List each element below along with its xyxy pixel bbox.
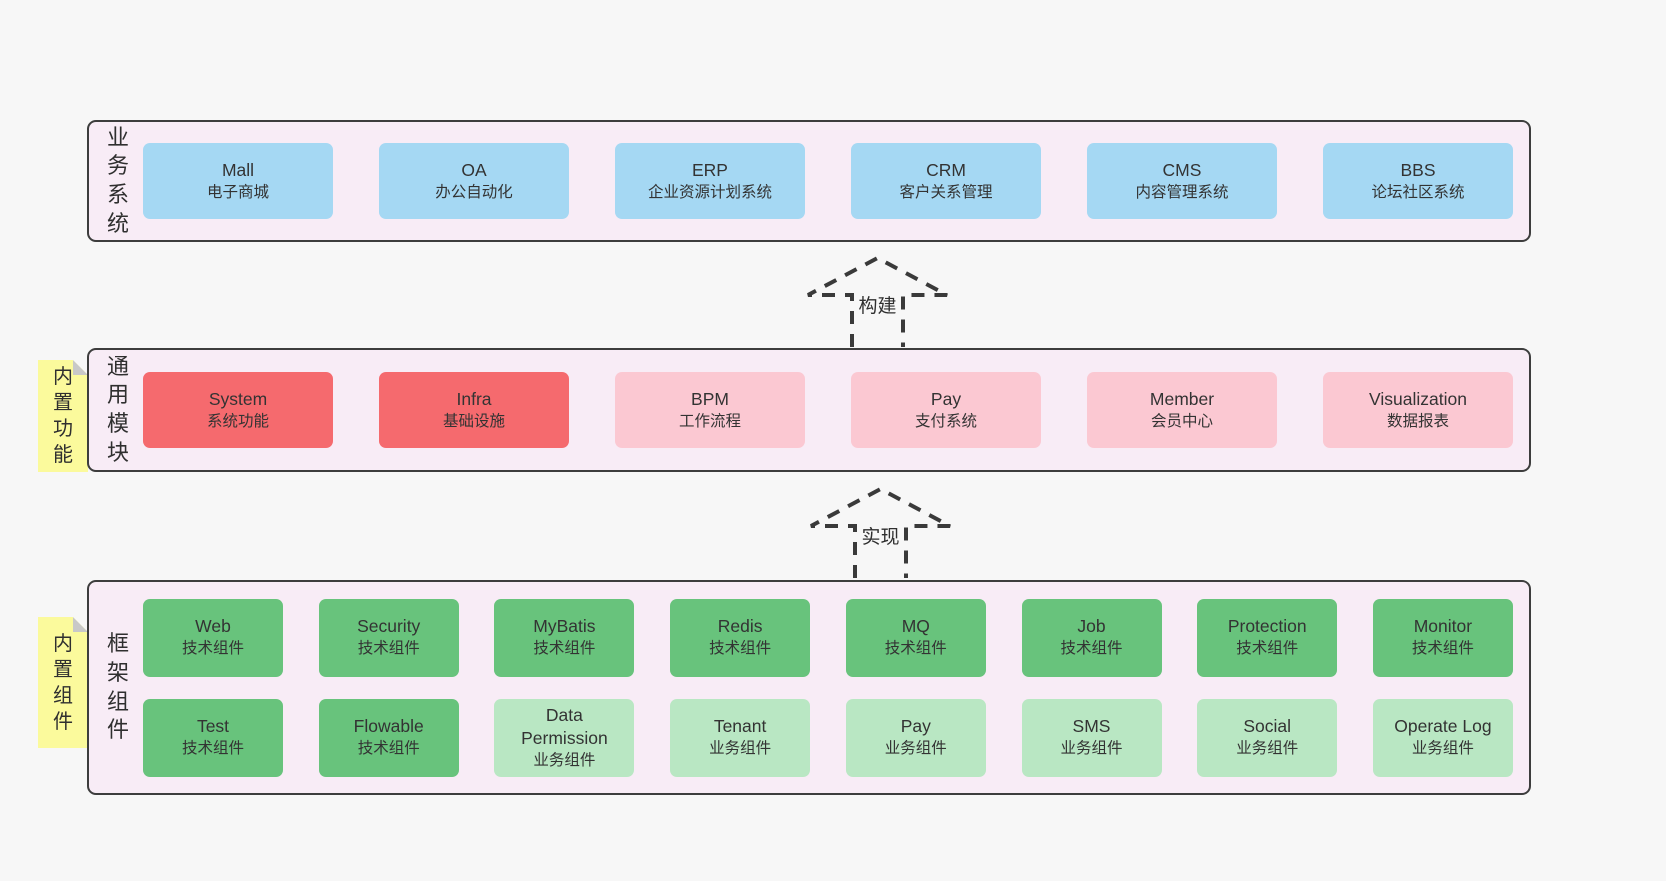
node-bpm: BPM 工作流程 bbox=[615, 372, 805, 448]
node-social: Social 业务组件 bbox=[1197, 698, 1338, 777]
node-redis: Redis 技术组件 bbox=[670, 598, 811, 677]
node-infra: Infra 基础设施 bbox=[379, 372, 569, 448]
node-mall: Mall 电子商城 bbox=[143, 143, 333, 219]
node-cms: CMS 内容管理系统 bbox=[1087, 143, 1277, 219]
framework-components-row-2: Test 技术组件 Flowable 技术组件 Data Permission … bbox=[143, 698, 1513, 777]
band-label-framework-components: 框架组件 bbox=[106, 631, 129, 743]
node-oa: OA 办公自动化 bbox=[379, 143, 569, 219]
node-mybatis: MyBatis 技术组件 bbox=[494, 598, 635, 677]
band-business-systems-rows: Mall 电子商城 OA 办公自动化 ERP 企业资源计划系统 CRM 客户关系… bbox=[143, 143, 1529, 219]
arrow-implement-label: 实现 bbox=[857, 522, 904, 549]
arrow-build-label: 构建 bbox=[854, 291, 901, 318]
node-test: Test 技术组件 bbox=[143, 698, 283, 777]
node-flowable: Flowable 技术组件 bbox=[318, 698, 459, 777]
dashed-up-arrow-icon bbox=[810, 486, 951, 578]
folded-corner-icon bbox=[73, 360, 88, 375]
node-mq: MQ 技术组件 bbox=[845, 598, 986, 677]
band-common-modules-rows: System 系统功能 Infra 基础设施 BPM 工作流程 Pay 支付系统… bbox=[143, 372, 1529, 448]
folded-corner-icon bbox=[73, 617, 88, 632]
node-tenant: Tenant 业务组件 bbox=[670, 698, 811, 777]
node-security: Security 技术组件 bbox=[318, 598, 459, 677]
arrow-implement: 实现 bbox=[808, 486, 953, 578]
node-erp: ERP 企业资源计划系统 bbox=[615, 143, 805, 219]
node-visualization: Visualization 数据报表 bbox=[1323, 372, 1513, 448]
node-crm: CRM 客户关系管理 bbox=[851, 143, 1041, 219]
node-job: Job 技术组件 bbox=[1021, 598, 1162, 677]
node-monitor: Monitor 技术组件 bbox=[1372, 598, 1513, 677]
band-business-systems-row: Mall 电子商城 OA 办公自动化 ERP 企业资源计划系统 CRM 客户关系… bbox=[143, 143, 1513, 219]
dashed-up-arrow-icon bbox=[807, 255, 948, 347]
band-label-business-systems: 业务系统 bbox=[106, 124, 129, 236]
band-label-common-modules: 通用模块 bbox=[106, 353, 129, 465]
band-framework-components-rows: Web 技术组件 Security 技术组件 MyBatis 技术组件 Redi… bbox=[143, 598, 1529, 777]
arrow-build: 构建 bbox=[805, 255, 950, 347]
band-common-modules: 通用模块 System 系统功能 Infra 基础设施 BPM 工作流程 Pay… bbox=[87, 348, 1531, 472]
node-data-permission: Data Permission 业务组件 bbox=[494, 698, 635, 777]
node-sms: SMS 业务组件 bbox=[1021, 698, 1162, 777]
node-pay-module: Pay 支付系统 bbox=[851, 372, 1041, 448]
band-framework-components: 框架组件 Web 技术组件 Security 技术组件 MyBatis 技术组件… bbox=[87, 580, 1531, 795]
band-business-systems: 业务系统 Mall 电子商城 OA 办公自动化 ERP 企业资源计划系统 CRM… bbox=[87, 120, 1531, 242]
sticky-note-built-in-features: 内置功能 bbox=[38, 360, 88, 472]
node-pay-component: Pay 业务组件 bbox=[845, 698, 986, 777]
framework-components-row-1: Web 技术组件 Security 技术组件 MyBatis 技术组件 Redi… bbox=[143, 598, 1513, 677]
node-member: Member 会员中心 bbox=[1087, 372, 1277, 448]
sticky-note-built-in-components: 内置组件 bbox=[38, 617, 88, 748]
node-system: System 系统功能 bbox=[143, 372, 333, 448]
node-web: Web 技术组件 bbox=[143, 598, 283, 677]
node-protection: Protection 技术组件 bbox=[1197, 598, 1338, 677]
node-bbs: BBS 论坛社区系统 bbox=[1323, 143, 1513, 219]
band-common-modules-row: System 系统功能 Infra 基础设施 BPM 工作流程 Pay 支付系统… bbox=[143, 372, 1513, 448]
node-operate-log: Operate Log 业务组件 bbox=[1372, 698, 1513, 777]
